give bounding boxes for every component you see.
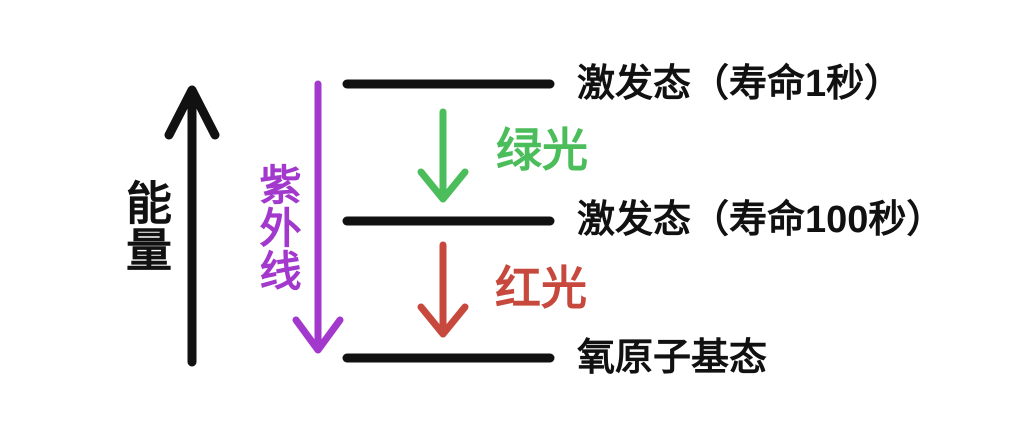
energy-axis-label: 能量	[120, 179, 172, 273]
uv-label: 紫外线	[254, 163, 301, 292]
level-label-excited-100s: 激发态（寿命100秒）	[577, 199, 945, 241]
level-label-excited-1s: 激发态（寿命1秒）	[577, 63, 903, 105]
red-transition-arrow	[417, 241, 469, 338]
level-label-ground-state: 氧原子基态	[577, 337, 768, 379]
red-light-label: 红光	[495, 262, 587, 314]
green-light-label: 绿光	[496, 124, 588, 176]
uv-arrow	[292, 80, 344, 354]
energy-axis-arrow	[164, 85, 220, 367]
green-transition-arrow	[417, 108, 469, 203]
